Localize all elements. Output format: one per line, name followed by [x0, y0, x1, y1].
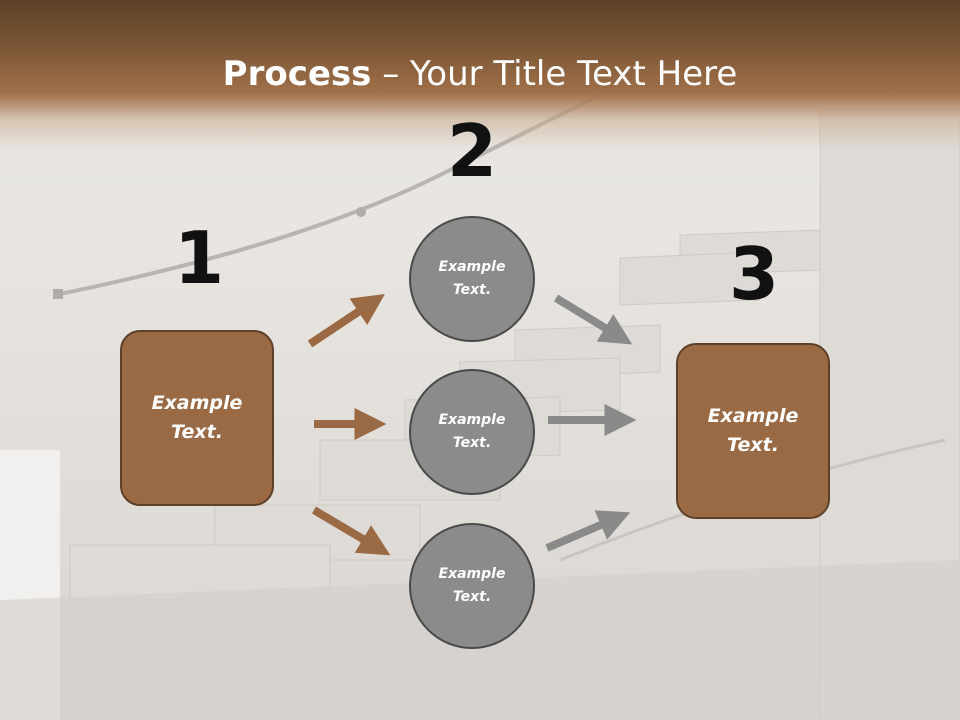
circle-bottom: Example Text.: [409, 523, 535, 649]
circle-bottom-line2: Text.: [452, 589, 492, 605]
step-3-label-line2: Text.: [727, 434, 779, 456]
title-rest: Your Title Text Here: [410, 54, 738, 94]
step-3-label-line1: Example: [707, 405, 799, 427]
circle-middle-line2: Text.: [452, 435, 492, 451]
circle-middle: Example Text.: [409, 369, 535, 495]
title-separator: –: [371, 54, 411, 94]
step-number-2: 2: [446, 109, 498, 193]
step-1-label-line2: Text.: [171, 421, 223, 443]
step-number-1: 1: [173, 216, 225, 300]
arrow-bottom-to-3: [545, 510, 631, 552]
step-1-box: Example Text.: [120, 330, 274, 506]
circle-top: Example Text.: [409, 216, 535, 342]
circle-top-line1: Example: [438, 259, 506, 275]
arrow-1-to-top: [307, 294, 385, 348]
title-bar: [0, 0, 960, 150]
step-number-3: 3: [728, 232, 780, 316]
step-3-box: Example Text.: [676, 343, 830, 519]
circle-top-line2: Text.: [452, 282, 492, 298]
arrow-1-to-bottom: [311, 506, 391, 556]
step-1-label-line1: Example: [151, 392, 243, 414]
circle-bottom-line1: Example: [438, 566, 506, 582]
title-bold: Process: [222, 54, 372, 94]
circle-middle-line1: Example: [438, 412, 506, 428]
arrow-top-to-3: [553, 294, 633, 345]
slide-title: Process – Your Title Text Here: [0, 52, 960, 96]
